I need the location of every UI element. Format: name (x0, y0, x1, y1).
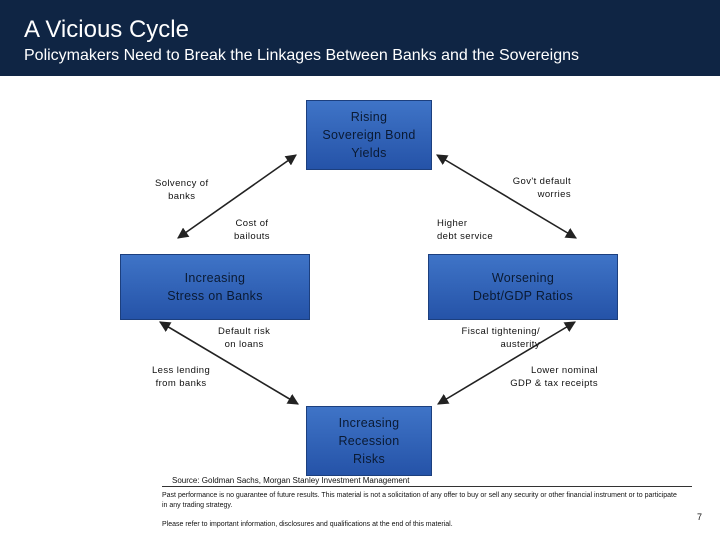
footer-divider (162, 486, 692, 487)
label-default-worries: Gov't default worries (512, 176, 571, 200)
page-title: A Vicious Cycle (24, 16, 189, 43)
disclosure-note: Please refer to important information, d… (162, 521, 453, 528)
arrow-right-bottom (437, 321, 576, 405)
label-higher-debt: Higher debt service (437, 218, 494, 242)
node-debt-gdp: Worsening Debt/GDP Ratios (428, 254, 618, 320)
label-cost-bailouts: Cost of bailouts (234, 218, 270, 242)
node-sovereign-yields: Rising Sovereign Bond Yields (306, 100, 432, 170)
label-default-risk: Default risk on loans (218, 326, 271, 350)
label-solvency: Solvency of banks (155, 178, 209, 202)
disclaimer-text: Past performance is no guarantee of futu… (162, 492, 677, 509)
source-note: Source: Goldman Sachs, Morgan Stanley In… (172, 476, 410, 485)
page-subtitle: Policymakers Need to Break the Linkages … (24, 47, 579, 64)
node-bank-stress: Increasing Stress on Banks (120, 254, 310, 320)
arrow-top-right (436, 154, 577, 239)
label-less-lending: Less lending from banks (152, 365, 211, 389)
header-bar: A Vicious Cycle Policymakers Need to Bre… (0, 0, 720, 76)
label-fiscal: Fiscal tightening/ austerity (461, 326, 540, 350)
page-number: 7 (697, 512, 703, 522)
node-recession-risks: Increasing Recession Risks (306, 406, 432, 476)
arrow-left-bottom (159, 321, 299, 405)
arrow-top-left (177, 154, 297, 239)
label-lower-gdp: Lower nominal GDP & tax receipts (510, 365, 598, 389)
